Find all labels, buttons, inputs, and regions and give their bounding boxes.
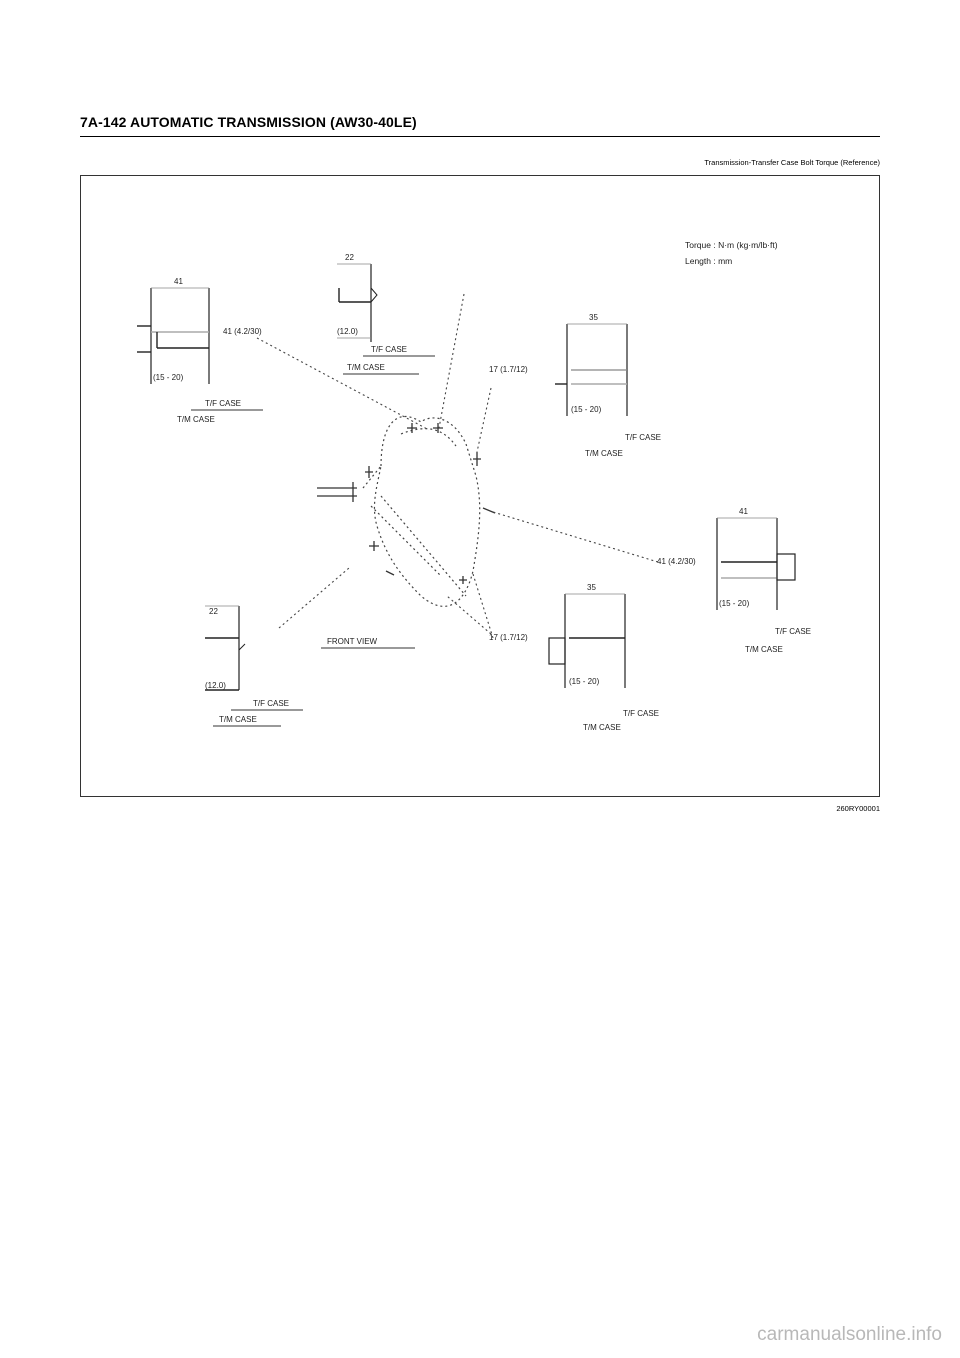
bolt-2-grip: (12.0) <box>337 327 358 336</box>
bolt-detail-3: 35 17 (1.7/12) (15 - 20) T/F CASE T/M CA… <box>489 313 661 458</box>
bolt-4-grip: (15 - 20) <box>719 599 750 608</box>
bolt-1-torque: 41 (4.2/30) <box>223 327 262 336</box>
figure-frame: Torque : N·m (kg·m/lb·ft) Length : mm <box>80 175 880 797</box>
note-length: Length : mm <box>685 256 732 266</box>
transmission-outline <box>362 415 481 607</box>
bolt-4-torque: 41 (4.2/30) <box>657 557 696 566</box>
bolt-6-case-lower: T/M CASE <box>219 715 257 724</box>
note-torque: Torque : N·m (kg·m/lb·ft) <box>685 240 778 250</box>
bolt-1-case-upper: T/F CASE <box>205 399 241 408</box>
bolt-detail-1: 41 41 (4.2/30) (15 - 20) T/F CASE T/M CA… <box>137 277 263 424</box>
bolt-6-length: 22 <box>209 607 218 616</box>
bolt-2-case-upper: T/F CASE <box>371 345 407 354</box>
bolt-1-grip: (15 - 20) <box>153 373 184 382</box>
header-rule <box>80 136 880 137</box>
bolt-3-length: 35 <box>589 313 598 322</box>
bolt-6-case-upper: T/F CASE <box>253 699 289 708</box>
bolt-4-length: 41 <box>739 507 748 516</box>
bolt-1-case-lower: T/M CASE <box>177 415 215 424</box>
bolt-detail-4: 41 41 (4.2/30) (15 - 20) T/F CASE T/M CA… <box>657 507 811 654</box>
bolt-2-case-lower: T/M CASE <box>347 363 385 372</box>
bolt-5-grip: (15 - 20) <box>569 677 600 686</box>
bolt-5-case-upper: T/F CASE <box>623 709 659 718</box>
bolt-3-case-upper: T/F CASE <box>625 433 661 442</box>
bolt-markers <box>317 423 496 584</box>
bolt-6-grip: (12.0) <box>205 681 226 690</box>
bolt-detail-2: 22 (12.0) T/F CASE T/M CASE <box>337 253 435 375</box>
footer-watermark: carmanualsonline.info <box>757 1324 942 1345</box>
bolt-1-length: 41 <box>174 277 183 286</box>
bolt-4-case-lower: T/M CASE <box>745 645 783 654</box>
bolt-3-grip: (15 - 20) <box>571 405 602 414</box>
bolt-3-case-lower: T/M CASE <box>585 449 623 458</box>
bolt-4-case-upper: T/F CASE <box>775 627 811 636</box>
figure-id: 260RY00001 <box>836 804 880 813</box>
bolt-5-torque: 17 (1.7/12) <box>489 633 528 642</box>
bolt-5-case-lower: T/M CASE <box>583 723 621 732</box>
bolt-5-length: 35 <box>587 583 596 592</box>
bolt-torque-diagram: Torque : N·m (kg·m/lb·ft) Length : mm <box>137 240 811 732</box>
leader-lines <box>256 293 659 639</box>
bolt-3-torque: 17 (1.7/12) <box>489 365 528 374</box>
bolt-2-length: 22 <box>345 253 354 262</box>
front-view-label: FRONT VIEW <box>327 637 378 646</box>
figure-caption: Transmission-Transfer Case Bolt Torque (… <box>704 158 880 167</box>
bolt-detail-6: 22 (12.0) T/F CASE T/M CASE <box>205 605 303 727</box>
bolt-detail-5: 35 17 (1.7/12) (15 - 20) T/F CASE T/M CA… <box>489 583 659 732</box>
page-header: 7A-142 AUTOMATIC TRANSMISSION (AW30-40LE… <box>80 114 417 130</box>
